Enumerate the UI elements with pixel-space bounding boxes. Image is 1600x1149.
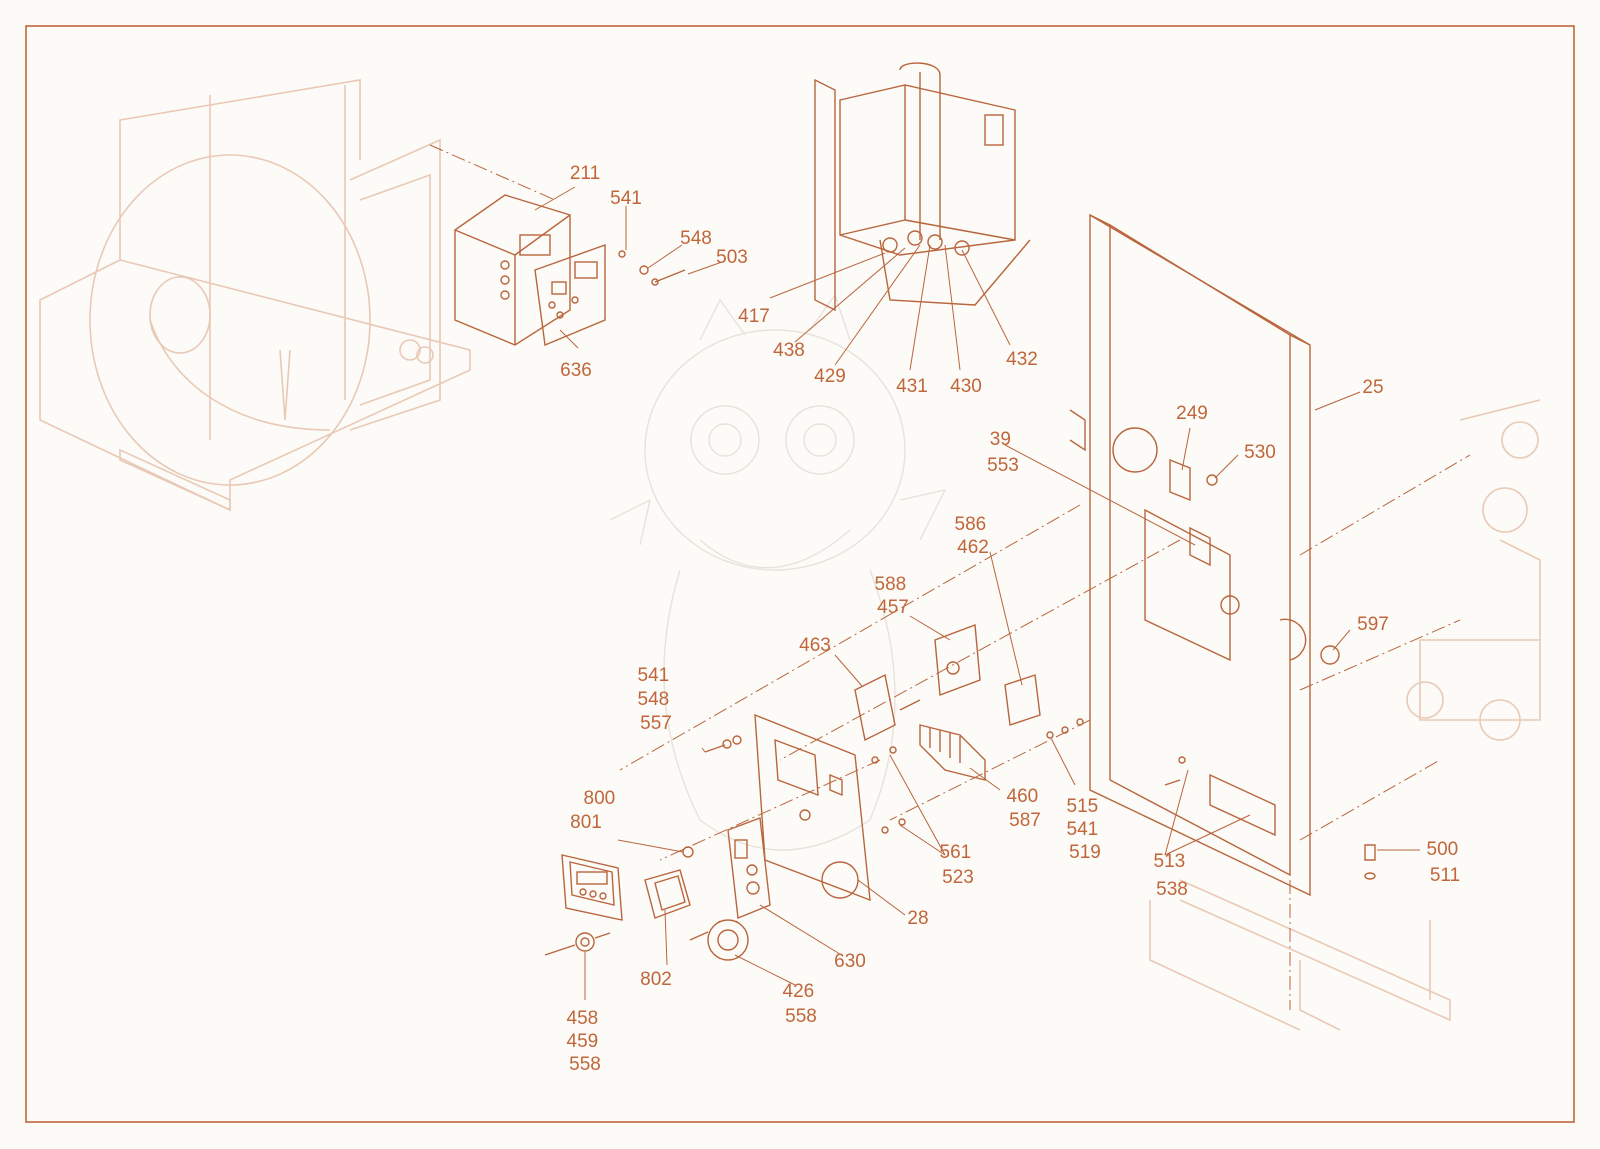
- callout-503: 503: [716, 247, 748, 268]
- callout-630: 630: [834, 951, 866, 972]
- ghost-lower-frame: [1149, 399, 1541, 1031]
- callout-597: 597: [1357, 614, 1389, 635]
- hardware-515-541-519: [1046, 718, 1084, 739]
- part-597-grommet: [1320, 645, 1340, 665]
- part-588-457-relay: [934, 624, 981, 696]
- part-802-rocker-switch: [644, 869, 691, 919]
- hardware-500-511: [1364, 844, 1376, 880]
- callout-429: 429: [814, 366, 846, 387]
- callout-430: 430: [950, 376, 982, 397]
- callout-438: 438: [773, 340, 805, 361]
- callout-432: 432: [1006, 349, 1038, 370]
- callout-463: 463: [799, 635, 831, 656]
- callout-28: 28: [907, 908, 928, 929]
- callout-500-511: 500 511: [1427, 839, 1464, 886]
- callout-211: 211: [570, 163, 600, 184]
- callout-636: 636: [560, 360, 592, 381]
- part-586-462-module: [1004, 674, 1041, 726]
- leader-lines: [534, 186, 1420, 1000]
- callout-530: 530: [1244, 442, 1276, 463]
- part-426-558-receptacle: [689, 919, 749, 961]
- part-463-connector-block: [854, 673, 921, 742]
- mascot-watermark: [609, 293, 947, 851]
- part-636-face-plate: [534, 244, 606, 346]
- callout-labels: 211 541 548 503 636 417 438 429 431 430 …: [560, 163, 1464, 1075]
- diagram-frame: [25, 25, 1575, 1123]
- callout-249: 249: [1176, 403, 1208, 424]
- callout-515-541-519: 515 541 519: [1067, 796, 1104, 863]
- hardware-561-523: [871, 746, 906, 834]
- callout-39-553: 39 553: [987, 429, 1019, 476]
- part-458-459-558-connector: [544, 932, 611, 956]
- callout-513-538: 513 538: [1154, 851, 1191, 900]
- hardware-541-548-557: [704, 735, 742, 753]
- ghost-generator-frame: [39, 79, 471, 512]
- callout-802: 802: [640, 969, 672, 990]
- part-800-801-display-module: [561, 846, 694, 921]
- hardware-513-538: [1164, 756, 1186, 786]
- callout-561-523: 561 523: [940, 842, 977, 888]
- part-harness-enclosure: [814, 62, 1031, 312]
- callout-800-801: 800 801: [570, 788, 620, 833]
- part-460-587-terminal-strip: [919, 724, 986, 781]
- callout-458-459-558: 458 459 558: [567, 1008, 604, 1075]
- callout-460-587: 460 587: [1007, 786, 1044, 831]
- callout-548: 548: [680, 228, 712, 249]
- hardware-541-548-503: [618, 250, 686, 286]
- part-211-controller-box: [454, 194, 571, 346]
- callout-431: 431: [896, 376, 928, 397]
- assembly-lines: [429, 144, 1471, 1010]
- callout-541: 541: [610, 188, 642, 209]
- part-25-main-frame: [1069, 213, 1311, 897]
- part-28-control-plate: [754, 713, 871, 902]
- callout-417: 417: [738, 306, 770, 327]
- callout-588-457: 588 457: [875, 574, 912, 618]
- callout-426-558: 426 558: [783, 981, 820, 1027]
- callout-541-548-557: 541 548 557: [638, 665, 675, 734]
- callout-25: 25: [1362, 377, 1383, 398]
- callout-586-462: 586 462: [955, 514, 992, 558]
- part-630-switch-bezel: [727, 817, 771, 919]
